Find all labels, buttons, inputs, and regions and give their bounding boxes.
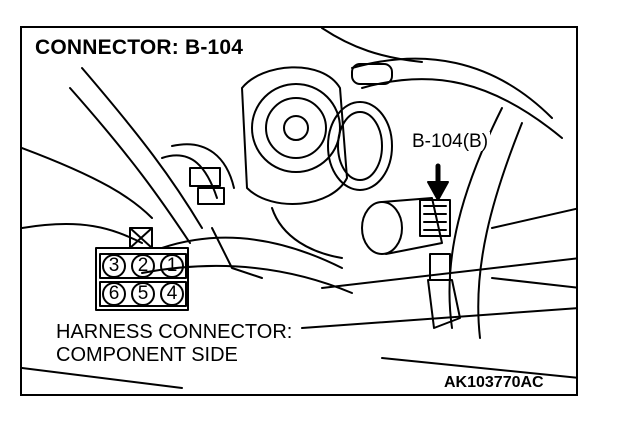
connector-callout-label: B-104(B): [410, 131, 491, 152]
engine-illustration: [22, 28, 576, 389]
pin-6: 6: [108, 283, 120, 304]
connector-title: CONNECTOR: B-104: [32, 36, 247, 59]
pin-4: 4: [166, 283, 178, 304]
figure-id: AK103770AC: [444, 374, 544, 391]
pin-3: 3: [108, 255, 120, 276]
connector-face: [95, 227, 189, 311]
pin-2: 2: [137, 255, 149, 276]
pin-1: 1: [166, 255, 178, 276]
diagram-frame: 3 2 1 6 5 4 CONNECTOR: B-104 B-104(B) HA…: [20, 26, 578, 396]
pin-5: 5: [137, 283, 149, 304]
harness-label-line-2: COMPONENT SIDE: [54, 344, 240, 366]
harness-label-line-1: HARNESS CONNECTOR:: [54, 321, 295, 343]
